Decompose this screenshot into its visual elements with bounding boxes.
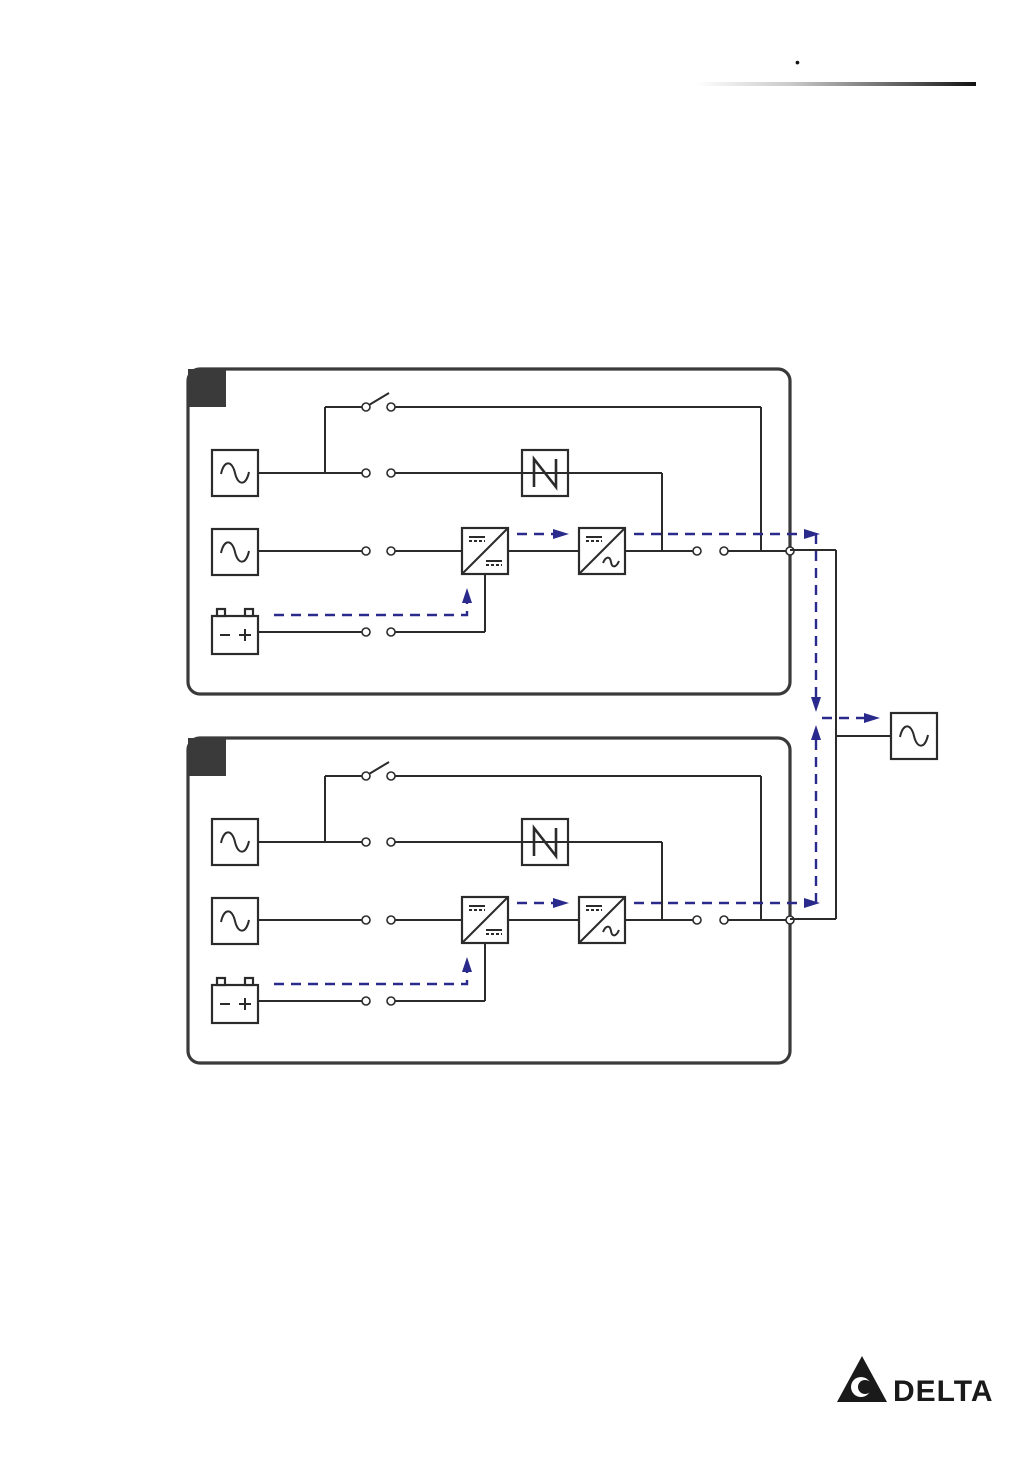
battery-icon xyxy=(212,978,258,1023)
delta-logo: DELTA xyxy=(837,1356,994,1408)
switch-contact xyxy=(362,403,370,411)
switch-contact xyxy=(387,916,395,924)
flow-arrow-up xyxy=(462,957,472,972)
module-1-flow xyxy=(274,529,820,615)
switch-contact xyxy=(362,772,370,780)
output-bus xyxy=(790,550,891,919)
switch-contact xyxy=(387,997,395,1005)
static-switch-icon xyxy=(522,450,568,496)
flow-arrow-right xyxy=(553,529,569,539)
ac-source-icon xyxy=(212,898,258,944)
flow-arrow-right xyxy=(804,529,820,539)
switch-contact xyxy=(720,916,728,924)
module-2-flow xyxy=(274,898,820,984)
switch-contact xyxy=(387,628,395,636)
flow-arrow-right xyxy=(864,713,880,723)
load-icon xyxy=(891,713,937,759)
switch-contact xyxy=(387,403,395,411)
switch-contact xyxy=(387,547,395,555)
switch-contact xyxy=(720,547,728,555)
switch-contact xyxy=(362,838,370,846)
manual-bypass-switch-icon xyxy=(369,393,389,405)
battery-icon xyxy=(212,609,258,654)
static-switch-icon xyxy=(522,819,568,865)
dc-ac-inverter-icon xyxy=(579,528,625,574)
switch-contact xyxy=(362,916,370,924)
switch-contact xyxy=(387,772,395,780)
ac-source-icon xyxy=(212,529,258,575)
flow-arrow-up xyxy=(811,725,821,740)
flow-arrow-up xyxy=(462,588,472,603)
ac-source-icon xyxy=(212,450,258,496)
switch-contact xyxy=(362,997,370,1005)
ac-dc-rectifier-icon xyxy=(462,528,508,574)
ac-dc-rectifier-icon xyxy=(462,897,508,943)
output-flow xyxy=(811,534,880,903)
switch-contact xyxy=(693,916,701,924)
switch-contact xyxy=(387,838,395,846)
flow-arrow-right xyxy=(804,898,820,908)
manual-bypass-switch-icon xyxy=(369,762,389,774)
flow-arrow-down xyxy=(811,697,821,712)
switch-contact xyxy=(362,469,370,477)
switch-contact xyxy=(693,547,701,555)
switch-contact xyxy=(362,547,370,555)
module-2-tag xyxy=(188,738,226,776)
switch-contact xyxy=(362,628,370,636)
switch-contact xyxy=(387,469,395,477)
brand-name: DELTA xyxy=(893,1375,994,1408)
flow-arrow-right xyxy=(553,898,569,908)
ac-source-icon xyxy=(212,819,258,865)
dc-ac-inverter-icon xyxy=(579,897,625,943)
module-1-tag xyxy=(188,369,226,407)
